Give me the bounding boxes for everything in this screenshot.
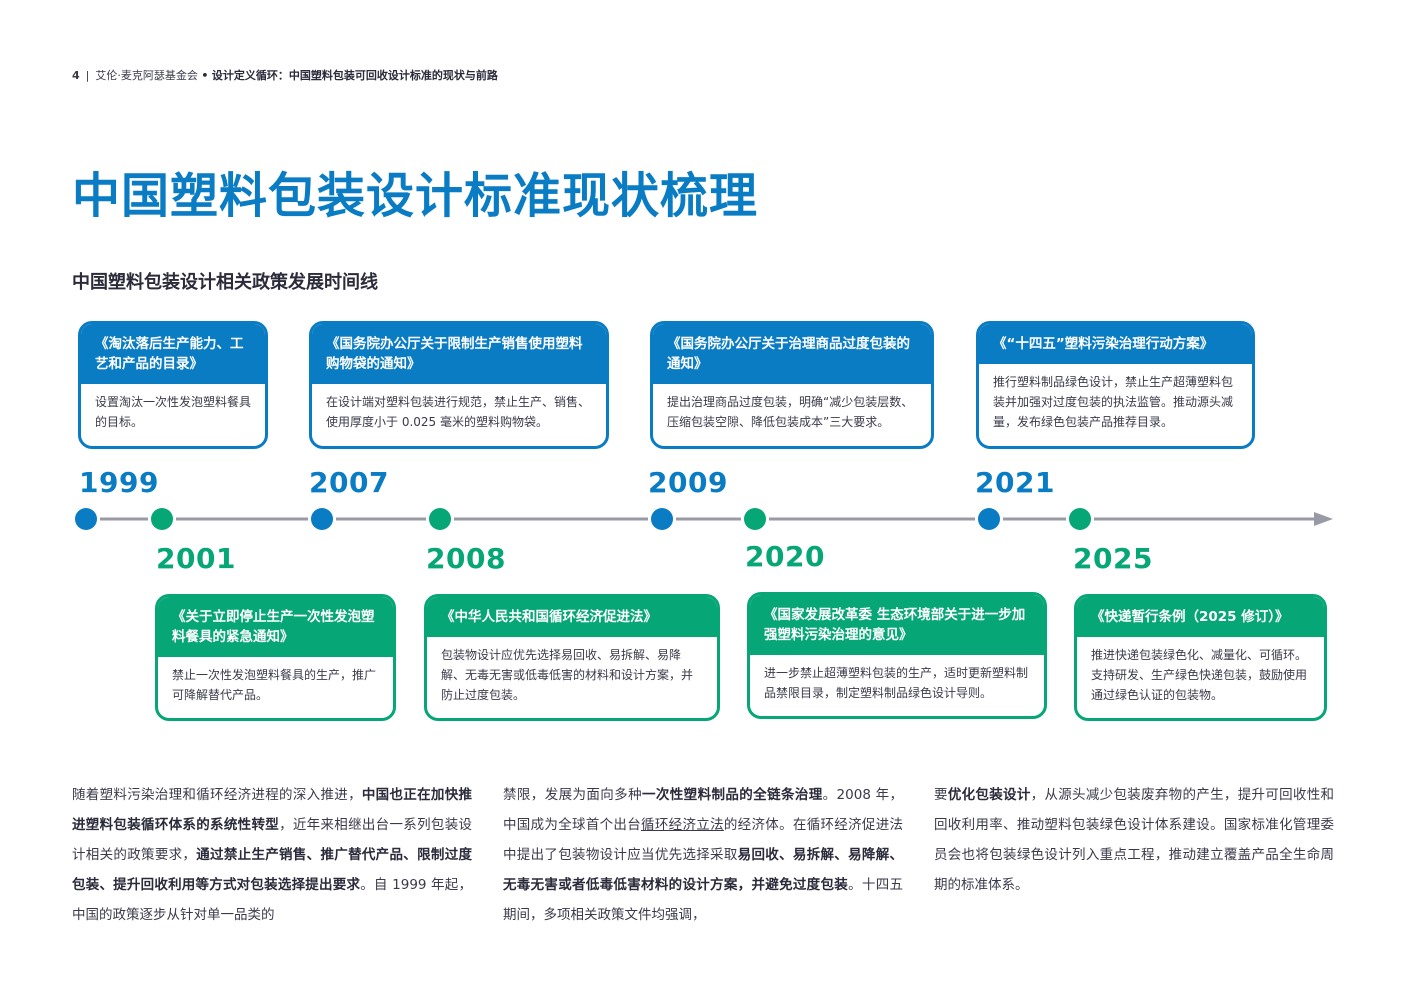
body-text: 。2008 年，中国成为全球首个出台 <box>503 787 903 833</box>
body-column-3: 要优化包装设计，从源头减少包装废弃物的产生，提升可回收性和回收利用率、推动塑料包… <box>934 780 1334 900</box>
timeline-dot-2025 <box>1069 508 1091 530</box>
timeline-dot-2007 <box>311 508 333 530</box>
year-label-2008: 2008 <box>426 542 506 575</box>
body-text: 要 <box>934 787 948 803</box>
running-header: 4 | 艾伦·麦克阿瑟基金会 • 设计定义循环：中国塑料包装可回收设计标准的现状与前… <box>72 67 498 83</box>
year-label-2009: 2009 <box>648 466 728 499</box>
timeline-dot-2009 <box>651 508 673 530</box>
policy-description: 禁止一次性发泡塑料餐具的生产，推广可降解替代产品。 <box>172 668 377 702</box>
body-text: 禁限，发展为面向多种 <box>503 787 642 803</box>
bold-emphasis: 易回收、易拆解、易降解、无毒无害或者低毒低害材料的设计方案，并避免过度包装 <box>503 847 904 893</box>
year-label-2025: 2025 <box>1073 542 1153 575</box>
policy-card-2021: 《“十四五”塑料污染治理行动方案》 推行塑料制品绿色设计，禁止生产超薄塑料包装并… <box>976 321 1255 449</box>
policy-title: 《中华人民共和国循环经济促进法》 <box>427 597 717 637</box>
body-text: ，近年来相继出台一系列包装设计相关的政策要求， <box>72 817 473 863</box>
policy-title: 《国务院办公厅关于限制生产销售使用塑料购物袋的通知》 <box>312 324 606 384</box>
policy-title: 《关于立即停止生产一次性发泡塑料餐具的紧急通知》 <box>158 597 393 657</box>
year-label-2007: 2007 <box>309 466 389 499</box>
body-text: 随着塑料污染治理和循环经济进程的深入推进， <box>72 787 362 803</box>
header-bullet: • <box>201 69 209 82</box>
body-column-1: 随着塑料污染治理和循环经济进程的深入推进，中国也正在加快推进塑料包装循环体系的系… <box>72 780 472 930</box>
timeline-dot-2001 <box>151 508 173 530</box>
bold-emphasis: 一次性塑料制品的全链条治理 <box>641 787 823 803</box>
policy-card-2020: 《国家发展改革委 生态环境部关于进一步加强塑料污染治理的意见》 进一步禁止超薄塑… <box>747 592 1047 719</box>
year-label-2020: 2020 <box>745 540 825 573</box>
year-label-2001: 2001 <box>156 542 236 575</box>
body-column-2: 禁限，发展为面向多种一次性塑料制品的全链条治理。2008 年，中国成为全球首个出… <box>503 780 903 930</box>
policy-card-2007: 《国务院办公厅关于限制生产销售使用塑料购物袋的通知》 在设计端对塑料包装进行规范… <box>309 321 609 449</box>
policy-description: 推行塑料制品绿色设计，禁止生产超薄塑料包装并加强对过度包装的执法监管。推动源头减… <box>993 375 1234 429</box>
body-text: 。十四五期间，多项相关政策文件均强调， <box>503 877 904 923</box>
policy-card-1999: 《淘汰落后生产能力、工艺和产品的目录》 设置淘汰一次性发泡塑料餐具的目标。 <box>78 321 268 449</box>
timeline-dot-2008 <box>429 508 451 530</box>
policy-card-2025: 《快递暂行条例（2025 修订）》 推进快递包装绿色化、减量化、可循环。支持研发… <box>1074 594 1327 721</box>
policy-card-2008: 《中华人民共和国循环经济促进法》 包装物设计应优先选择易回收、易拆解、易降解、无… <box>424 594 720 721</box>
header-report-title: 设计定义循环：中国塑料包装可回收设计标准的现状与前路 <box>211 69 498 82</box>
policy-title: 《国家发展改革委 生态环境部关于进一步加强塑料污染治理的意见》 <box>750 595 1044 655</box>
policy-title: 《“十四五”塑料污染治理行动方案》 <box>979 324 1252 364</box>
bold-emphasis: 优化包装设计 <box>947 787 1031 803</box>
section-title: 中国塑料包装设计相关政策发展时间线 <box>72 272 378 293</box>
header-separator: | <box>85 69 90 82</box>
timeline-dot-2020 <box>744 508 766 530</box>
year-label-2021: 2021 <box>975 466 1055 499</box>
timeline-dot-1999 <box>75 508 97 530</box>
policy-title: 《快递暂行条例（2025 修订）》 <box>1077 597 1324 637</box>
page-title: 中国塑料包装设计标准现状梳理 <box>72 168 759 224</box>
axis-arrow-icon <box>1314 512 1333 526</box>
policy-description: 提出治理商品过度包装，明确“减少包装层数、压缩包装空隙、降低包装成本”三大要求。 <box>667 395 914 429</box>
policy-description: 推进快递包装绿色化、减量化、可循环。支持研发、生产绿色快递包装，鼓励使用通过绿色… <box>1091 648 1308 702</box>
policy-title: 《淘汰落后生产能力、工艺和产品的目录》 <box>81 324 265 384</box>
bold-emphasis: 中国也正在加快推进塑料包装循环体系的系统性转型 <box>72 787 473 833</box>
policy-card-2009: 《国务院办公厅关于治理商品过度包装的通知》 提出治理商品过度包装，明确“减少包装… <box>650 321 934 449</box>
page-number: 4 <box>72 69 80 82</box>
text-link[interactable]: 循环经济立法 <box>641 817 724 833</box>
policy-description: 包装物设计应优先选择易回收、易拆解、易降解、无毒无害或低毒低害的材料和设计方案，… <box>441 648 694 702</box>
bold-emphasis: 通过禁止生产销售、推广替代产品、限制过度包装、提升回收利用等方式对包装选择提出要… <box>72 847 473 893</box>
policy-description: 进一步禁止超薄塑料包装的生产，适时更新塑料制品禁限目录，制定塑料制品绿色设计导则… <box>764 666 1029 700</box>
body-text: 的经济体。在循环经济促进法中提出了包装物设计应当优先选择采取 <box>503 817 904 863</box>
policy-description: 设置淘汰一次性发泡塑料餐具的目标。 <box>95 395 252 429</box>
body-text: 。自 1999 年起，中国的政策逐步从针对单一品类的 <box>72 877 472 923</box>
body-text: ，从源头减少包装废弃物的产生，提升可回收性和回收利用率、推动塑料包装绿色设计体系… <box>934 787 1335 893</box>
policy-description: 在设计端对塑料包装进行规范，禁止生产、销售、使用厚度小于 0.025 毫米的塑料… <box>326 395 591 429</box>
header-org: 艾伦·麦克阿瑟基金会 <box>95 69 198 82</box>
policy-title: 《国务院办公厅关于治理商品过度包装的通知》 <box>653 324 931 384</box>
policy-card-2001: 《关于立即停止生产一次性发泡塑料餐具的紧急通知》 禁止一次性发泡塑料餐具的生产，… <box>155 594 396 721</box>
year-label-1999: 1999 <box>79 466 159 499</box>
timeline-dot-2021 <box>978 508 1000 530</box>
